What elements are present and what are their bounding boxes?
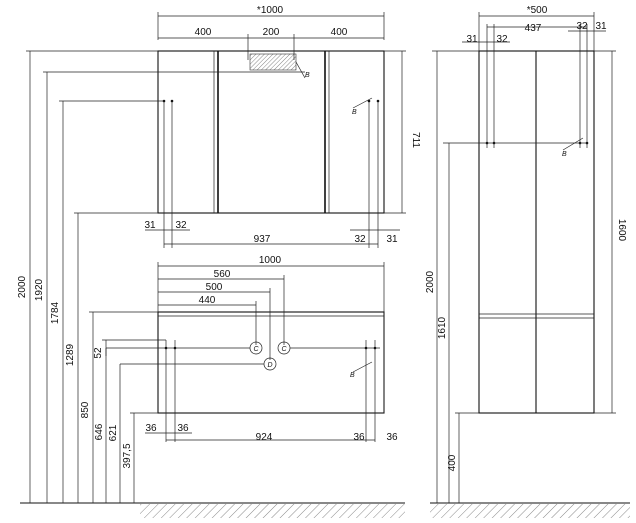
mirror-offset-right-2: 31 [386, 234, 398, 245]
drain-marker: D [267, 362, 272, 369]
mirror-offset-right-1: 32 [354, 234, 366, 245]
side-offset-right-2: 31 [595, 21, 607, 32]
vanity-socket-marker: B [350, 372, 355, 379]
floor-right [430, 502, 630, 518]
side-height-1600: 1600 [616, 219, 627, 242]
mirror-socket-marker: B [352, 109, 357, 116]
side-height-dimensions: 2000 1610 1600 400 [425, 50, 627, 503]
side-height-2000: 2000 [425, 270, 436, 293]
side-depth-label: *500 [527, 5, 548, 16]
vanity-inner-width-label: 924 [256, 432, 273, 443]
vanity-offset-left-2: 36 [177, 423, 189, 434]
side-offset-left-1: 31 [466, 34, 478, 45]
floor-left [20, 502, 405, 518]
mirror-height-dimension: 711 [384, 50, 421, 214]
vanity-unit [157, 311, 385, 414]
vanity-offset-left-1: 36 [145, 423, 157, 434]
height-dimensions: 2000 1920 1784 1289 850 52 646 621 397,5 [17, 50, 305, 503]
side-offset-right-1: 32 [576, 21, 588, 32]
hot-water-marker: C [281, 346, 287, 353]
height-2000: 2000 [17, 275, 28, 298]
cold-water-marker: C [253, 346, 259, 353]
mirror-width-label: *1000 [257, 5, 284, 16]
vanity-width-label: 1000 [259, 255, 282, 266]
height-52: 52 [93, 347, 104, 359]
mirror-section-right: 400 [331, 27, 348, 38]
mirror-light-marker: B [305, 72, 310, 79]
mirror-height-label: 711 [410, 132, 421, 148]
mirror-section-left: 400 [195, 27, 212, 38]
vanity-offset-right-1: 36 [353, 432, 365, 443]
height-1289: 1289 [65, 343, 76, 366]
height-621: 621 [108, 424, 119, 441]
side-height-1610: 1610 [437, 316, 448, 339]
mirror-cabinet: B [157, 50, 385, 214]
mirror-offset-left-2: 32 [175, 220, 187, 231]
pipe-offset-dimensions: 560 500 440 [158, 269, 285, 360]
height-646: 646 [94, 423, 105, 440]
height-1784: 1784 [50, 301, 61, 324]
mirror-offset-left-1: 31 [144, 220, 156, 231]
side-offset-left-2: 32 [496, 34, 508, 45]
side-depth-dimensions: *500 437 31 32 32 31 B [443, 5, 607, 158]
mirror-section-center: 200 [263, 27, 280, 38]
pipe-offset-500: 500 [206, 282, 223, 293]
height-397-5: 397,5 [122, 443, 133, 468]
height-850: 850 [80, 401, 91, 418]
pipe-offset-560: 560 [214, 269, 231, 280]
mirror-inner-width-label: 937 [254, 234, 271, 245]
vanity-offset-right-2: 36 [386, 432, 398, 443]
pipe-offset-440: 440 [199, 295, 216, 306]
side-socket-marker: B [562, 151, 567, 158]
side-height-400: 400 [447, 454, 458, 471]
height-1920: 1920 [34, 278, 45, 301]
side-view-cabinet [478, 50, 595, 414]
side-inner-depth-label: 437 [525, 23, 542, 34]
mirror-inner-dimension: 31 32 32 31 937 B [144, 97, 400, 248]
vanity-width-dimension: 1000 [157, 255, 385, 312]
mirror-width-dimension: *1000 400 200 400 [157, 5, 385, 60]
vanity-inner-dimension: 36 36 36 36 924 [145, 340, 398, 443]
water-connections: C C D B [106, 341, 380, 379]
